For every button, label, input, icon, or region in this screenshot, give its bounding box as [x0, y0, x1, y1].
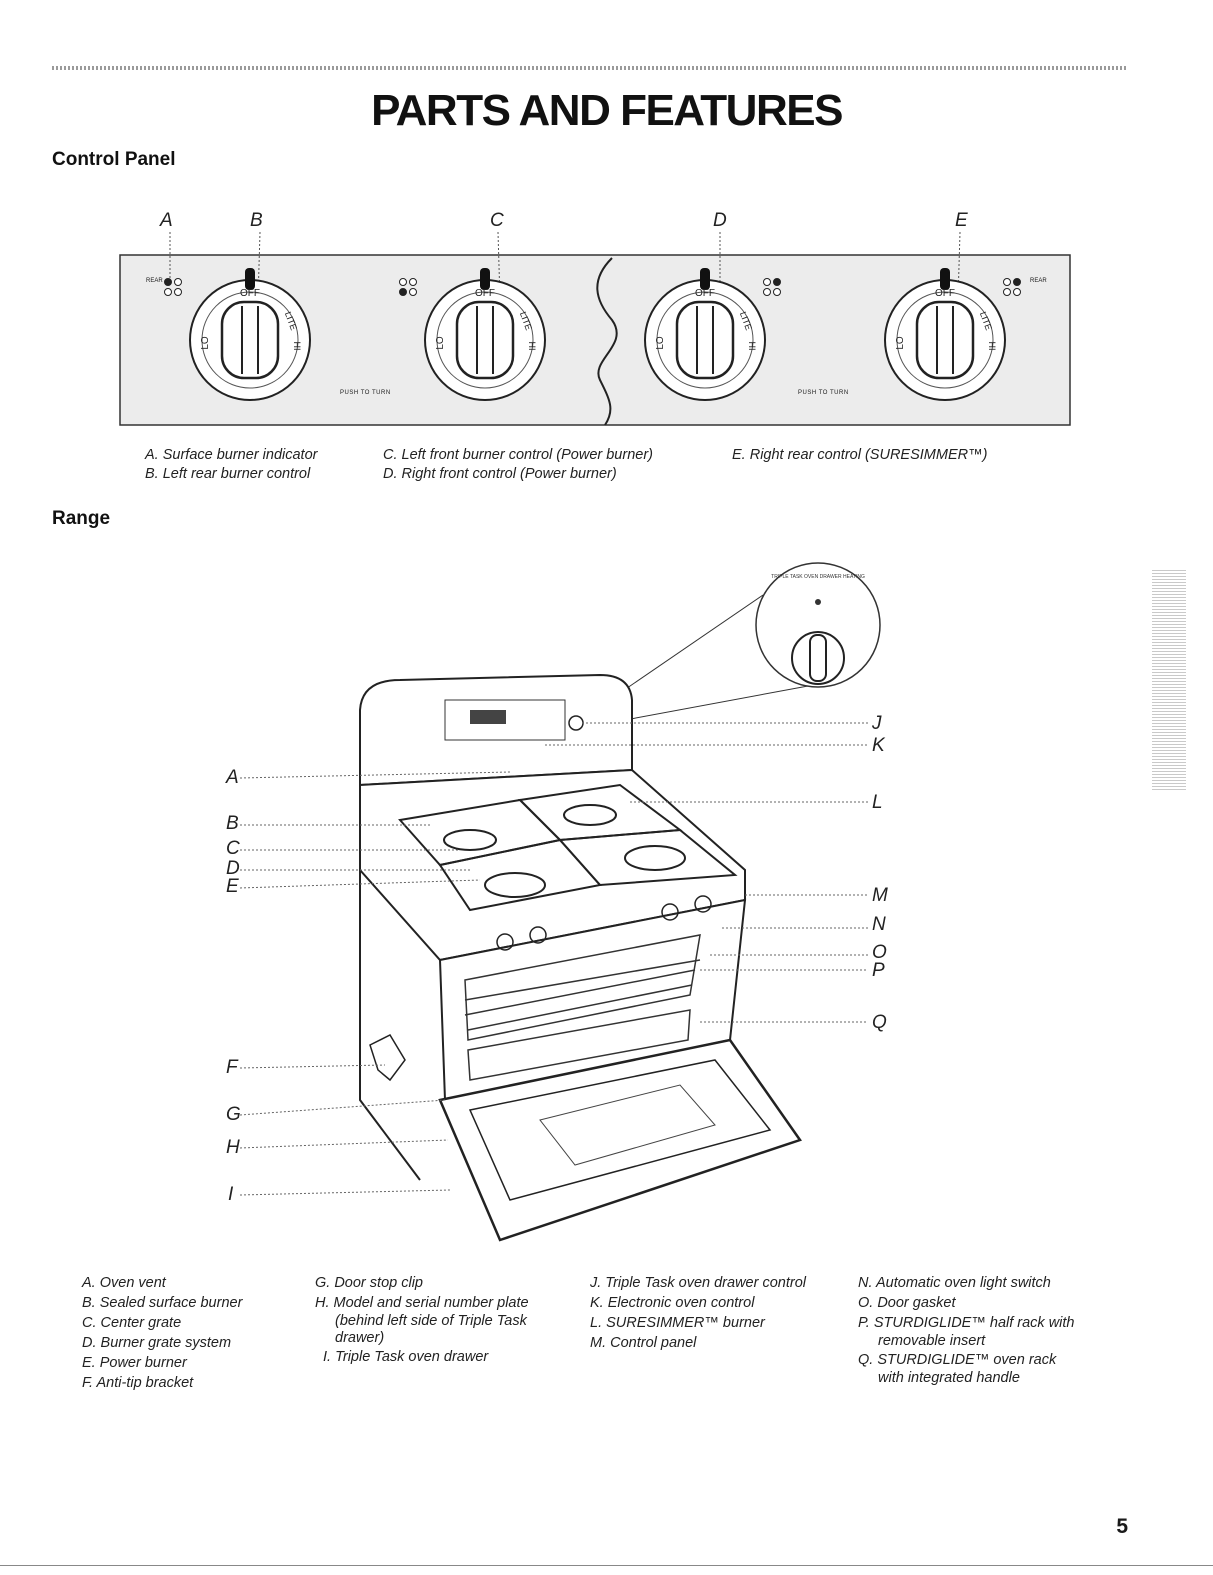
legend-item-p-cont: removable insert: [878, 1333, 986, 1349]
legend-item-k: K. Electronic oven control: [590, 1295, 755, 1311]
legend-item-a: A. Oven vent: [82, 1275, 166, 1291]
svg-text:LO: LO: [655, 336, 666, 350]
range-callout-k: K: [872, 735, 885, 756]
grates: [398, 783, 738, 912]
range-callout-q: Q: [872, 1012, 887, 1033]
cp-callout-b: B: [250, 210, 263, 231]
cp-callout-e: E: [955, 210, 968, 231]
legend-item-p: P. STURDIGLIDE™ half rack with: [858, 1315, 1075, 1331]
cp-callout-c: C: [490, 210, 504, 231]
legend-item-q-cont: with integrated handle: [878, 1370, 1020, 1386]
svg-text:HI: HI: [292, 342, 302, 351]
rear-label-right: REAR: [1030, 278, 1047, 284]
svg-text:OFF: OFF: [475, 288, 495, 299]
svg-text:LO: LO: [200, 336, 211, 350]
cp-caption-b: B. Left rear burner control: [145, 466, 311, 482]
legend-item-n: N. Automatic oven light switch: [858, 1275, 1051, 1291]
inset-knob-icon: [791, 631, 845, 685]
legend-item-q: Q. STURDIGLIDE™ oven rack: [858, 1352, 1057, 1368]
legend-item-h-cont-2: drawer): [335, 1330, 385, 1346]
cp-caption-d: D. Right front control (Power burner): [383, 466, 617, 482]
backguard: [359, 673, 633, 787]
legend-item-m: M. Control panel: [590, 1335, 697, 1351]
page-title: PARTS AND FEATURES: [371, 86, 843, 135]
legend-col-1: A. Oven vent B. Sealed surface burner C.…: [82, 1273, 242, 1393]
push-to-turn-label-left: PUSH TO TURN: [340, 390, 391, 396]
legend-item-d: D. Burner grate system: [82, 1335, 232, 1351]
push-to-turn-label-right: PUSH TO TURN: [798, 390, 849, 396]
legend-item-j: J. Triple Task oven drawer control: [590, 1275, 806, 1291]
range-callout-o: O: [872, 942, 887, 963]
range-callout-m: M: [872, 885, 888, 906]
svg-text:OFF: OFF: [240, 288, 260, 299]
svg-text:OFF: OFF: [935, 288, 955, 299]
svg-text:HI: HI: [987, 342, 997, 351]
svg-text:LO: LO: [435, 336, 446, 350]
range-callout-i: I: [228, 1184, 234, 1205]
legend-item-e: E. Power burner: [82, 1355, 187, 1371]
legend-item-c: C. Center grate: [82, 1315, 182, 1331]
inset-label: TRIPLE TASK OVEN DRAWER HEATING: [771, 574, 865, 580]
top-rule: [52, 66, 1127, 70]
svg-text:OFF: OFF: [695, 288, 715, 299]
range-callout-j: J: [872, 713, 882, 734]
rear-label-left: REAR: [146, 278, 163, 284]
language-side-tab: [1152, 570, 1186, 790]
legend-item-g: G. Door stop clip: [315, 1275, 423, 1291]
legend-item-f: F. Anti-tip bracket: [82, 1375, 194, 1391]
cp-callout-a: A: [160, 210, 173, 231]
legend-item-b: B. Sealed surface burner: [82, 1295, 243, 1311]
electronic-control-icon: [444, 699, 566, 741]
legend-col-2: G. Door stop clip H. Model and serial nu…: [315, 1273, 529, 1367]
svg-text:LO: LO: [895, 336, 906, 350]
svg-text:HI: HI: [527, 342, 537, 351]
side-panel: [359, 710, 421, 1181]
range-callout-n: N: [872, 914, 886, 935]
range-callout-a: A: [226, 767, 239, 788]
range-callout-l: L: [872, 792, 883, 813]
range-callout-e: E: [226, 876, 239, 897]
legend-col-3: J. Triple Task oven drawer control K. El…: [590, 1273, 806, 1353]
range-callout-f: F: [226, 1057, 238, 1078]
range-heading: Range: [52, 508, 111, 529]
cp-callout-d: D: [713, 210, 727, 231]
legend-col-4: N. Automatic oven light switch O. Door g…: [858, 1273, 1075, 1387]
legend-item-o: O. Door gasket: [858, 1295, 956, 1311]
range-callout-g: G: [226, 1104, 241, 1125]
range-callout-p: P: [872, 960, 885, 981]
legend-item-l: L. SURESIMMER™ burner: [590, 1315, 765, 1331]
page-number: 5: [1116, 1515, 1128, 1538]
cp-caption-a: A. Surface burner indicator: [145, 447, 318, 463]
svg-text:HI: HI: [747, 342, 757, 351]
control-panel-heading: Control Panel: [52, 149, 176, 170]
oven-racks: [464, 934, 701, 1081]
range-callout-c: C: [226, 838, 240, 859]
panel-break-line: [596, 257, 618, 426]
range-callout-d: D: [226, 858, 240, 879]
control-panel-illustration: OFFLOLITEHIOFFLOLITEHIOFFLOLITEHIOFFLOLI…: [119, 231, 1071, 426]
inset-circle: [755, 562, 881, 688]
range-callout-h: H: [226, 1137, 240, 1158]
anti-tip-bracket: [369, 1034, 406, 1082]
cp-caption-c: C. Left front burner control (Power burn…: [383, 447, 653, 463]
bottom-rule: [0, 1565, 1213, 1566]
cp-caption-e: E. Right rear control (SURESIMMER™): [732, 447, 988, 463]
legend-item-i: I. Triple Task oven drawer: [323, 1349, 489, 1365]
range-illustration: TRIPLE TASK OVEN DRAWER HEATING: [239, 562, 881, 1242]
legend-item-h: H. Model and serial number plate: [315, 1295, 529, 1311]
oven-door: [438, 1038, 802, 1242]
legend-item-h-cont-1: (behind left side of Triple Task: [335, 1313, 527, 1329]
range-callout-b: B: [226, 813, 239, 834]
